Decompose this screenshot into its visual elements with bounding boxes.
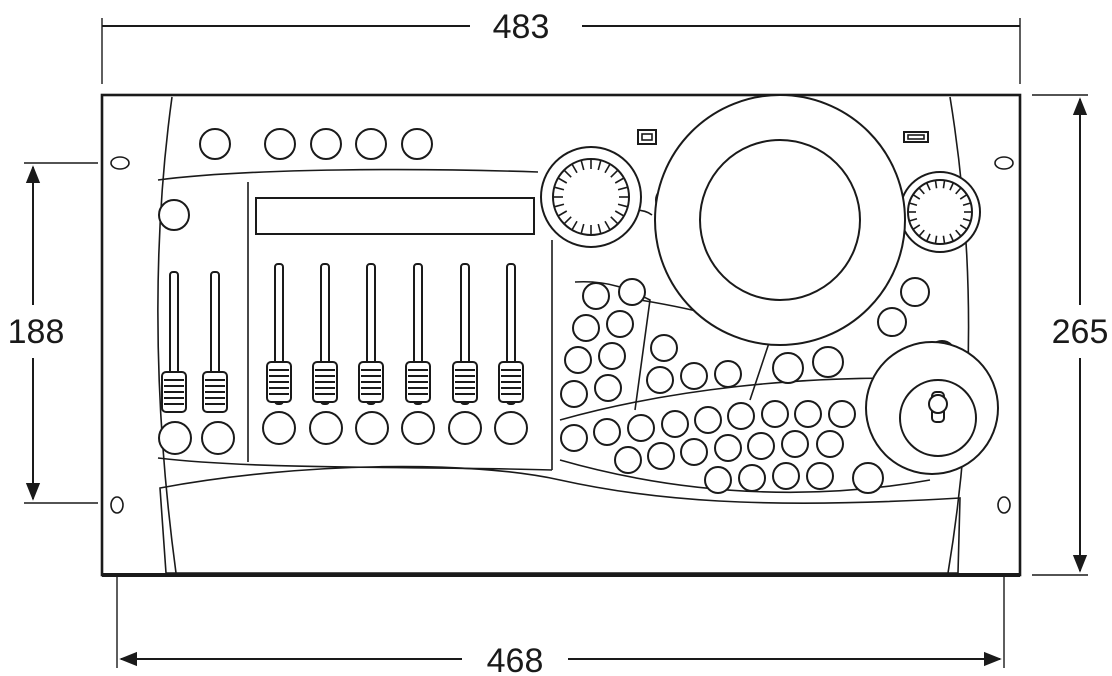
control-button[interactable] <box>828 400 856 428</box>
usb-port-left[interactable] <box>637 129 657 145</box>
control-button[interactable] <box>794 400 822 428</box>
control-button[interactable] <box>661 410 689 438</box>
lcd-display <box>255 197 535 235</box>
control-button[interactable] <box>627 414 655 442</box>
control-button[interactable] <box>598 342 626 370</box>
control-button[interactable] <box>761 400 789 428</box>
dimension-overall-height: 265 <box>1032 94 1109 576</box>
jog-wheel-right[interactable] <box>899 171 981 253</box>
overall-width-label: 483 <box>493 8 550 46</box>
mounting-hole-top-left <box>110 156 130 170</box>
control-button[interactable] <box>614 446 642 474</box>
control-button[interactable] <box>727 402 755 430</box>
fader-channel[interactable] <box>312 263 338 405</box>
mounting-hole-top-right <box>994 156 1014 170</box>
control-button[interactable] <box>401 128 433 160</box>
control-button[interactable] <box>680 362 708 390</box>
usb-port-right[interactable] <box>903 131 929 143</box>
control-button[interactable] <box>852 462 884 494</box>
control-button[interactable] <box>772 352 804 384</box>
control-button[interactable] <box>738 464 766 492</box>
control-button[interactable] <box>309 411 343 445</box>
control-button[interactable] <box>355 411 389 445</box>
control-button[interactable] <box>158 199 190 231</box>
control-button[interactable] <box>158 421 192 455</box>
mounting-hole-bottom-right <box>997 496 1011 514</box>
control-button[interactable] <box>747 432 775 460</box>
joystick[interactable] <box>865 341 999 475</box>
fader-channel[interactable] <box>266 263 292 405</box>
control-button[interactable] <box>714 434 742 462</box>
dimension-mounting-height: 188 <box>8 162 98 504</box>
control-button[interactable] <box>772 462 800 490</box>
fader-small[interactable] <box>161 271 187 413</box>
control-button[interactable] <box>448 411 482 445</box>
control-button[interactable] <box>812 346 844 378</box>
control-button[interactable] <box>647 442 675 470</box>
overall-height-label: 265 <box>1052 313 1109 351</box>
control-button[interactable] <box>650 334 678 362</box>
mounting-height-label: 188 <box>8 313 65 351</box>
control-button[interactable] <box>594 374 622 402</box>
control-button[interactable] <box>264 128 296 160</box>
fader-channel[interactable] <box>405 263 431 405</box>
control-button[interactable] <box>401 411 435 445</box>
control-button[interactable] <box>816 430 844 458</box>
control-button[interactable] <box>593 418 621 446</box>
control-button[interactable] <box>781 430 809 458</box>
control-button[interactable] <box>680 438 708 466</box>
control-button[interactable] <box>572 314 600 342</box>
mounting-hole-bottom-left <box>110 496 124 514</box>
control-button[interactable] <box>714 360 742 388</box>
control-button[interactable] <box>618 278 646 306</box>
control-button[interactable] <box>494 411 528 445</box>
control-button[interactable] <box>355 128 387 160</box>
control-button[interactable] <box>900 277 930 307</box>
control-button[interactable] <box>560 380 588 408</box>
control-button[interactable] <box>560 424 588 452</box>
fader-small[interactable] <box>202 271 228 413</box>
control-button[interactable] <box>262 411 296 445</box>
top-divider <box>157 168 539 181</box>
control-button[interactable] <box>606 310 634 338</box>
control-button[interactable] <box>694 406 722 434</box>
control-button[interactable] <box>564 346 592 374</box>
control-button[interactable] <box>310 128 342 160</box>
control-button[interactable] <box>877 307 907 337</box>
control-button[interactable] <box>806 462 834 490</box>
control-button[interactable] <box>646 366 674 394</box>
jog-wheel-left[interactable] <box>540 146 642 248</box>
fader-group <box>161 263 524 413</box>
fader-channel[interactable] <box>452 263 478 405</box>
fader-channel[interactable] <box>498 263 524 405</box>
dimension-overall-width: 483 <box>101 8 1021 84</box>
mounting-width-label: 468 <box>487 642 544 676</box>
right-panel-edge <box>947 96 970 574</box>
left-panel-edge <box>157 96 177 574</box>
control-button[interactable] <box>582 282 610 310</box>
palm-rest <box>159 465 961 574</box>
control-button[interactable] <box>199 128 231 160</box>
control-button[interactable] <box>201 421 235 455</box>
control-button[interactable] <box>704 466 732 494</box>
main-wheel[interactable] <box>654 94 906 346</box>
fader-channel[interactable] <box>358 263 384 405</box>
